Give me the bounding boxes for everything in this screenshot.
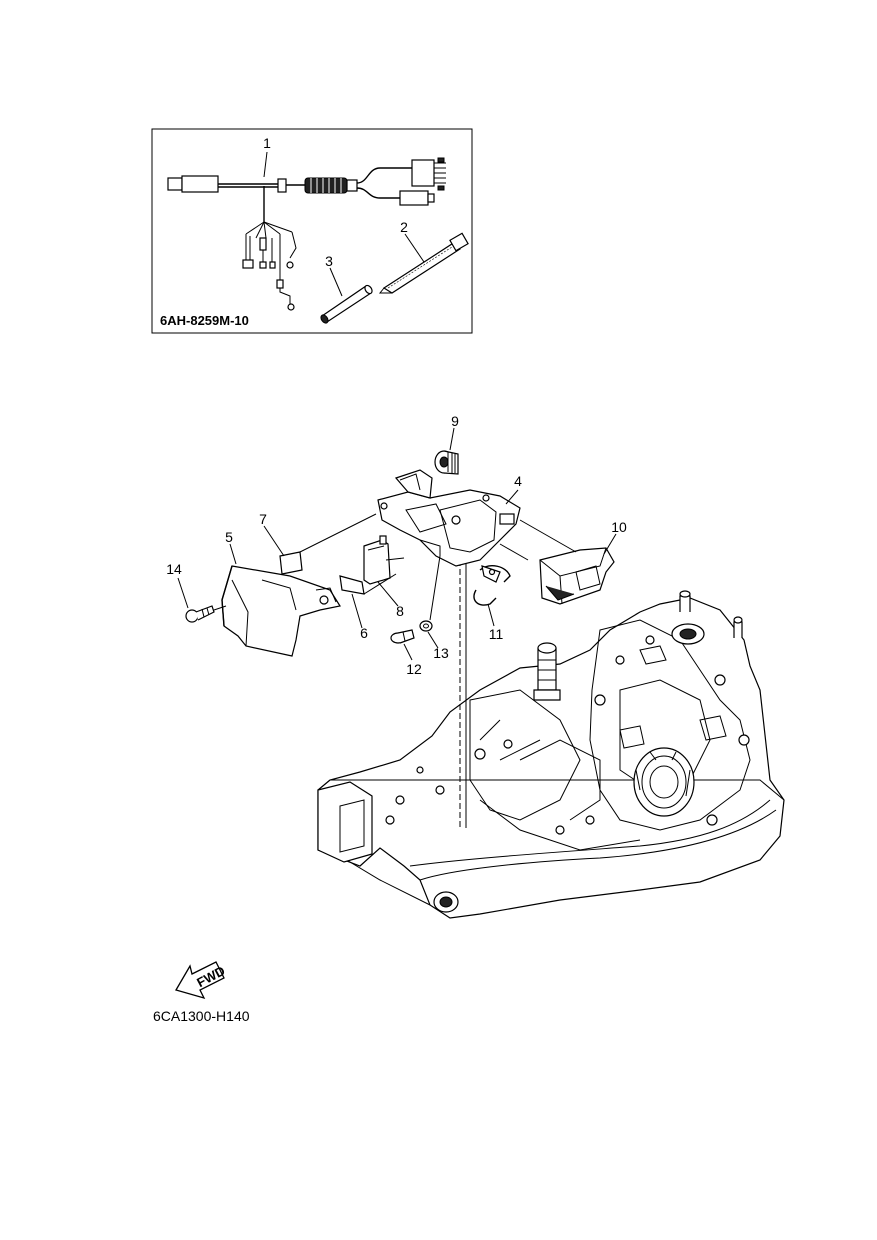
tube-part — [320, 284, 373, 324]
inset-part-code: 6AH-8259M-10 — [160, 313, 249, 328]
callout-11: 11 — [489, 626, 504, 642]
callout-1: 1 — [263, 135, 271, 151]
callout-8: 8 — [396, 603, 404, 619]
relay-cover-part-10 — [539, 547, 615, 605]
callout-2: 2 — [400, 219, 408, 235]
cover-part-5 — [221, 565, 341, 657]
corrugated-tube — [304, 177, 348, 194]
fwd-label: FWD — [194, 963, 227, 990]
callout-13: 13 — [433, 645, 449, 661]
callout-5: 5 — [225, 529, 233, 545]
clip-part-8 — [363, 535, 391, 585]
main-exploded-view: 4 5 6 7 8 9 10 11 12 13 14 — [166, 413, 785, 919]
bracket-part-4 — [377, 469, 521, 567]
clamp-part-11 — [473, 565, 511, 606]
callout-14: 14 — [166, 561, 182, 577]
callout-9: 9 — [451, 413, 459, 429]
plate-part-7 — [279, 551, 303, 575]
callout-10: 10 — [611, 519, 627, 535]
fwd-arrow-icon: FWD — [175, 961, 227, 1000]
engine-block — [317, 590, 785, 919]
callout-3: 3 — [325, 253, 333, 269]
callout-12: 12 — [406, 661, 422, 677]
callout-7: 7 — [259, 511, 267, 527]
grommet-part-9 — [434, 450, 459, 475]
bolt-part-12 — [390, 629, 415, 644]
washer-part-13 — [419, 620, 433, 632]
gear — [633, 747, 695, 817]
callout-6: 6 — [360, 625, 368, 641]
wire-harness-part — [167, 157, 446, 311]
screw-part-14 — [185, 605, 215, 623]
inset-panel: 1 2 3 6AH-8259M-10 — [151, 128, 473, 334]
callout-4: 4 — [514, 473, 522, 489]
plate-part-6 — [339, 575, 365, 595]
cable-tie-part — [378, 232, 469, 294]
figure-code: 6CA1300-H140 — [153, 1008, 250, 1024]
